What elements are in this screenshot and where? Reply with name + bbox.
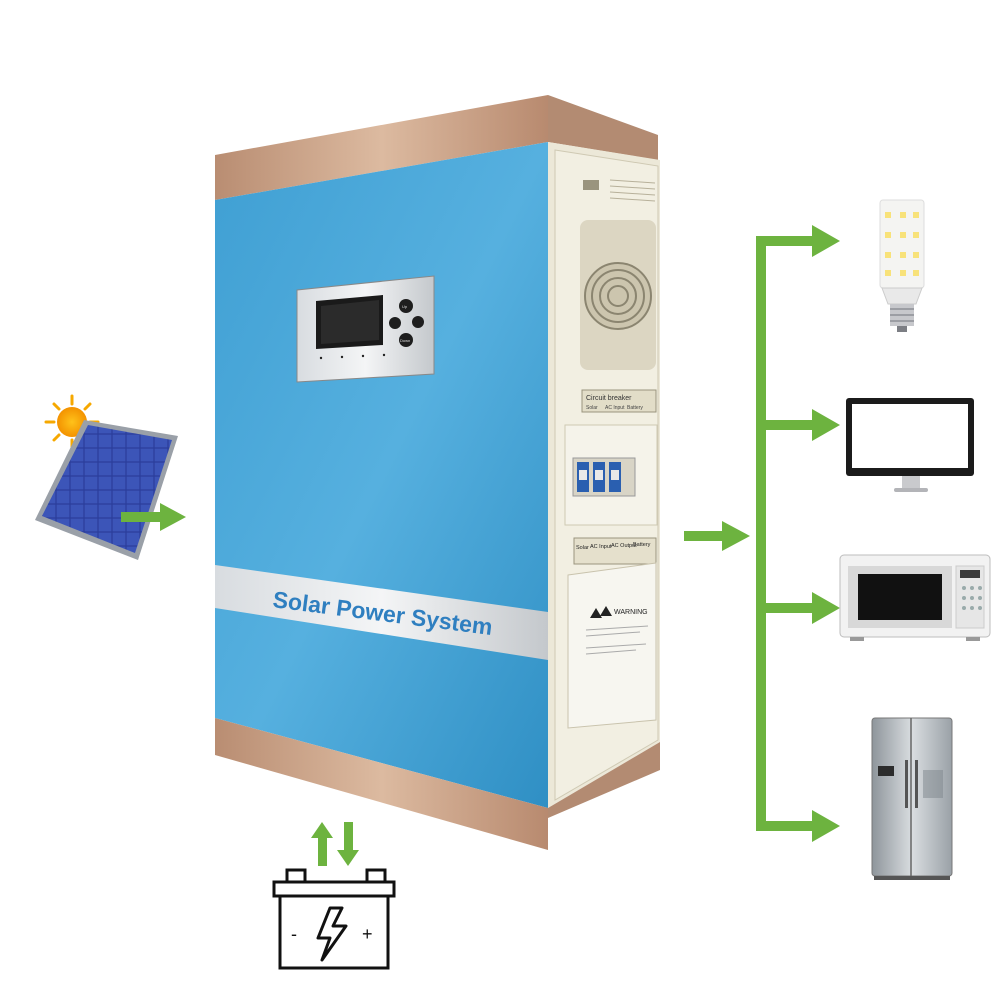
lcd-down-label: Down bbox=[400, 338, 410, 343]
microwave-icon bbox=[839, 554, 991, 641]
circuit-breaker[interactable] bbox=[564, 424, 658, 526]
output-bus bbox=[756, 225, 840, 842]
lcd-display-panel: Up Down bbox=[296, 275, 435, 383]
arrow-icon bbox=[121, 503, 186, 531]
terminal-label-ac-input: AC Input bbox=[590, 544, 612, 550]
arrow-icon bbox=[684, 521, 750, 551]
lightning-icon bbox=[316, 906, 348, 962]
lcd-up-label: Up bbox=[402, 304, 408, 309]
lcd-up-button[interactable] bbox=[399, 299, 413, 313]
monitor-icon bbox=[846, 398, 974, 492]
fan-grill bbox=[580, 220, 656, 370]
light-bulb-icon bbox=[879, 199, 925, 332]
terminal-label-ac-output: AC Output bbox=[611, 543, 637, 549]
lcd-down-button[interactable] bbox=[399, 333, 413, 347]
breaker-label-1: Solar bbox=[586, 405, 598, 411]
terminal-label-solar: Solar bbox=[576, 545, 589, 551]
breaker-label-3: Battery bbox=[627, 405, 643, 411]
brand-banner bbox=[215, 565, 548, 660]
battery-minus: - bbox=[291, 924, 297, 944]
terminal-label-battery: Battery bbox=[633, 542, 651, 548]
refrigerator-icon bbox=[871, 717, 953, 880]
warning-label: WARNING bbox=[614, 609, 648, 616]
battery-plus: + bbox=[362, 924, 373, 944]
lcd-enter-button[interactable] bbox=[389, 317, 401, 329]
terminal-cover: WARNING bbox=[567, 562, 657, 729]
battery-icon: - + bbox=[272, 868, 396, 970]
solar-panel-icon bbox=[35, 420, 178, 560]
arrow-icon bbox=[311, 822, 359, 866]
breaker-label-2: AC Input bbox=[605, 405, 625, 411]
solar-inverter: Circuit breaker Solar AC Input Battery S… bbox=[215, 95, 660, 850]
circuit-breaker-label: Circuit breaker bbox=[586, 395, 632, 402]
lcd-ok-button[interactable] bbox=[412, 316, 424, 328]
